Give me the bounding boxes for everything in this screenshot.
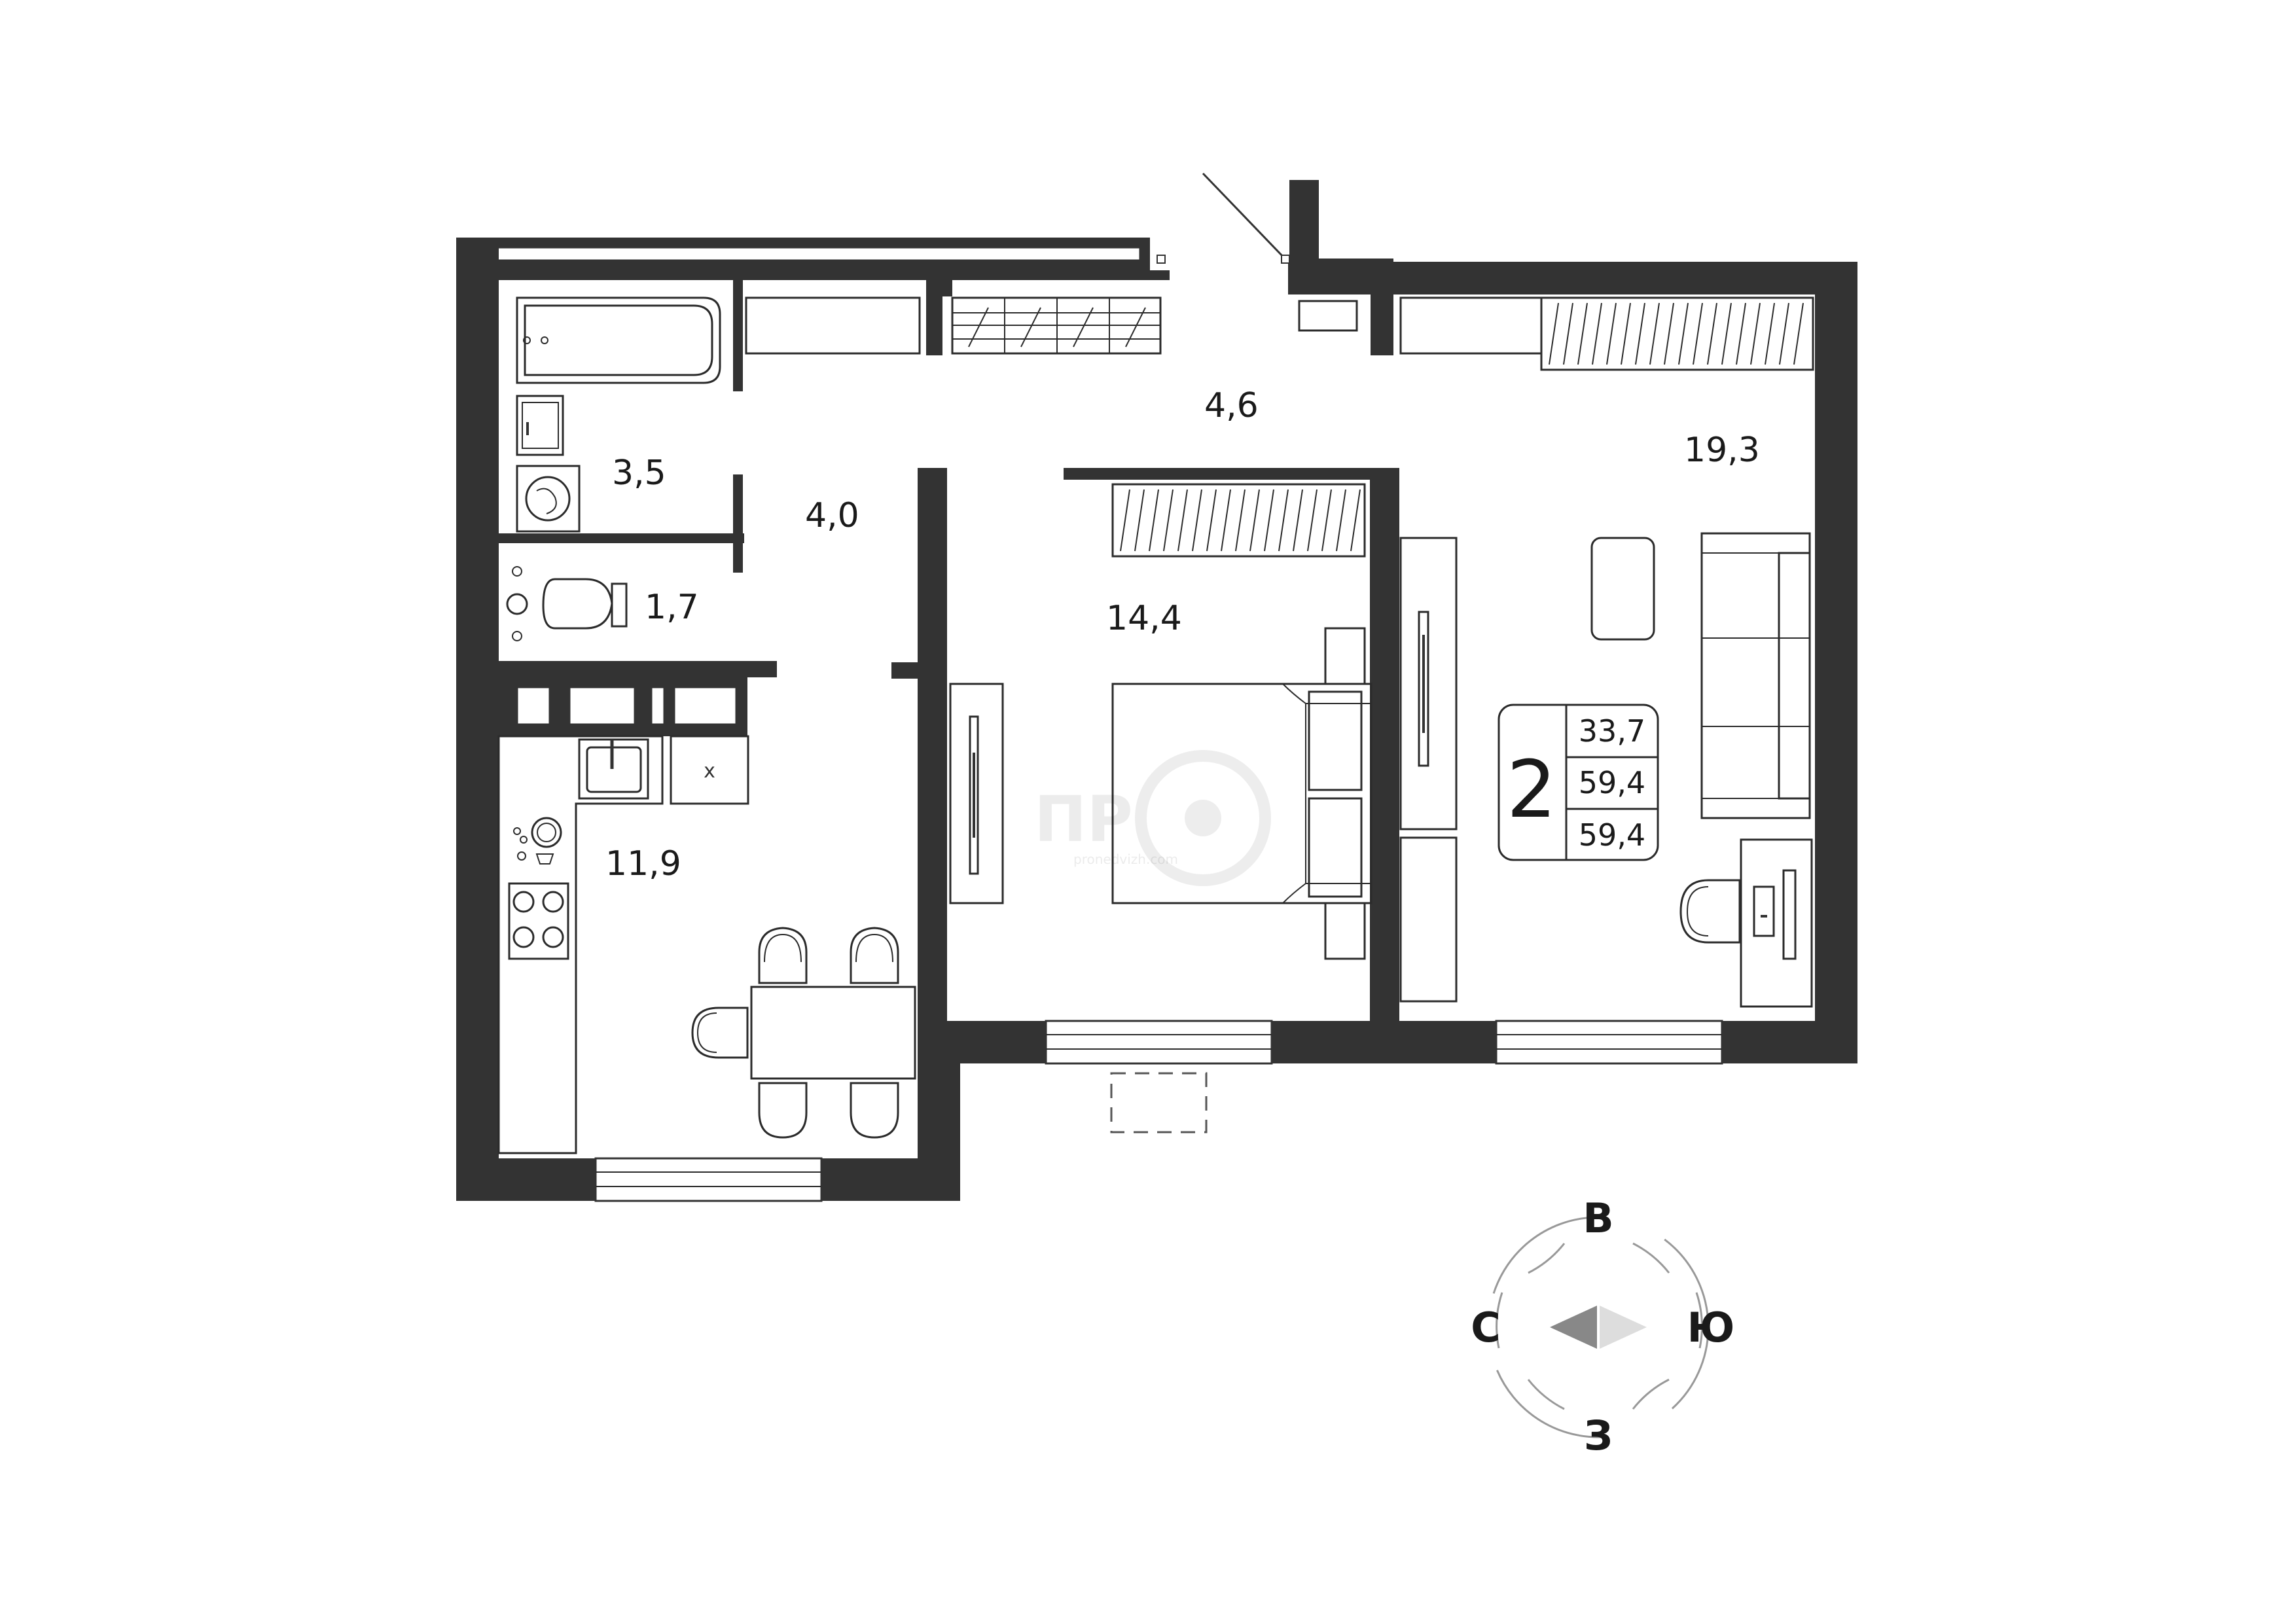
compass-arrow-right-icon xyxy=(1600,1306,1647,1349)
room-count: 2 xyxy=(1507,745,1556,836)
compass-north: В xyxy=(1583,1194,1613,1242)
compass: В З С Ю xyxy=(1471,1194,1734,1459)
hall-wardrobes xyxy=(745,296,1358,355)
area-hall: 4,6 xyxy=(1204,386,1259,425)
entry-door xyxy=(1157,172,1290,264)
compass-west: С xyxy=(1471,1304,1501,1351)
window-living xyxy=(1495,1020,1723,1065)
area-bedroom: 14,4 xyxy=(1106,599,1182,638)
watermark-site: pronedvizh.com xyxy=(1073,851,1178,867)
watermark-logo: ПР xyxy=(1034,783,1133,856)
kitchen-fixtures: x xyxy=(497,735,916,1154)
area-summary: 2 33,7 59,4 59,4 xyxy=(1498,704,1659,861)
total-area: 59,4 xyxy=(1579,765,1645,800)
compass-arrow-left-icon xyxy=(1550,1306,1597,1349)
compass-south: З xyxy=(1584,1412,1613,1459)
area-bathroom: 3,5 xyxy=(612,454,666,493)
area-corridor: 4,0 xyxy=(805,496,859,535)
living-furniture xyxy=(1399,296,1814,1008)
bathroom-fixtures xyxy=(516,296,721,533)
area-wc: 1,7 xyxy=(645,588,699,627)
area-kitchen: 11,9 xyxy=(605,844,681,883)
windows xyxy=(594,1020,1723,1202)
area-living: 19,3 xyxy=(1684,431,1760,470)
room-labels: 3,5 1,7 4,0 4,6 11,9 14,4 19,3 xyxy=(605,386,1760,883)
compass-east: Ю xyxy=(1687,1304,1735,1351)
wc-fixtures xyxy=(506,566,628,641)
window-bedroom xyxy=(1045,1020,1273,1065)
window-kitchen xyxy=(594,1157,823,1202)
watermark: ПР pronedvizh.com xyxy=(1034,750,1271,886)
total-area-balcony: 59,4 xyxy=(1579,817,1645,853)
svg-text:x: x xyxy=(704,760,715,783)
living-area: 33,7 xyxy=(1579,713,1645,749)
bedroom-furniture xyxy=(949,483,1372,960)
